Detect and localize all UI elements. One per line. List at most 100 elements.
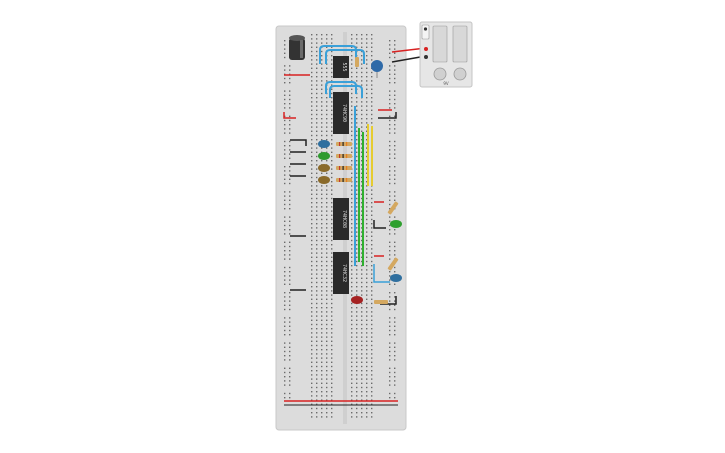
breadboard-hole[interactable] — [311, 210, 313, 212]
breadboard-hole[interactable] — [351, 193, 353, 195]
breadboard-hole[interactable] — [351, 206, 353, 208]
breadboard-hole[interactable] — [331, 302, 333, 305]
breadboard-hole[interactable] — [361, 248, 363, 250]
breadboard-hole[interactable] — [326, 193, 328, 195]
breadboard-hole[interactable] — [394, 304, 396, 306]
breadboard-hole[interactable] — [321, 357, 323, 359]
breadboard-hole[interactable] — [371, 286, 373, 288]
breadboard-hole[interactable] — [351, 286, 353, 288]
breadboard-hole[interactable] — [366, 378, 368, 380]
breadboard-hole[interactable] — [366, 155, 368, 158]
breadboard-hole[interactable] — [361, 181, 363, 183]
breadboard-hole[interactable] — [366, 386, 368, 389]
breadboard-hole[interactable] — [316, 80, 318, 82]
breadboard-hole[interactable] — [331, 265, 333, 267]
breadboard-hole[interactable] — [366, 323, 368, 326]
breadboard-hole[interactable] — [316, 269, 318, 271]
breadboard-hole[interactable] — [284, 208, 286, 210]
breadboard-hole[interactable] — [366, 319, 368, 321]
breadboard-hole[interactable] — [389, 191, 391, 193]
breadboard-hole[interactable] — [311, 76, 313, 78]
breadboard-hole[interactable] — [361, 365, 363, 368]
breadboard-hole[interactable] — [289, 233, 291, 235]
breadboard-hole[interactable] — [361, 307, 363, 309]
breadboard-hole[interactable] — [289, 279, 291, 281]
breadboard-hole[interactable] — [321, 273, 323, 275]
breadboard-hole[interactable] — [356, 328, 358, 330]
breadboard-hole[interactable] — [311, 55, 313, 57]
breadboard-hole[interactable] — [289, 132, 291, 134]
breadboard-hole[interactable] — [311, 302, 313, 305]
breadboard-hole[interactable] — [326, 294, 328, 296]
breadboard-hole[interactable] — [366, 193, 368, 195]
breadboard-hole[interactable] — [311, 218, 313, 221]
breadboard-hole[interactable] — [356, 307, 358, 309]
breadboard-hole[interactable] — [321, 92, 323, 95]
breadboard-hole[interactable] — [331, 164, 333, 166]
breadboard-hole[interactable] — [389, 195, 391, 197]
breadboard-hole[interactable] — [321, 344, 323, 347]
breadboard-hole[interactable] — [331, 382, 333, 384]
breadboard-hole[interactable] — [351, 290, 353, 292]
breadboard-hole[interactable] — [311, 130, 313, 132]
breadboard-hole[interactable] — [389, 397, 391, 399]
breadboard-hole[interactable] — [316, 344, 318, 347]
breadboard-hole[interactable] — [366, 328, 368, 330]
breadboard-hole[interactable] — [394, 325, 396, 327]
breadboard-hole[interactable] — [331, 332, 333, 334]
breadboard-hole[interactable] — [331, 139, 333, 141]
breadboard-hole[interactable] — [284, 157, 286, 159]
breadboard-hole[interactable] — [316, 134, 318, 137]
breadboard-hole[interactable] — [361, 147, 363, 149]
breadboard-hole[interactable] — [311, 223, 313, 225]
breadboard-hole[interactable] — [311, 92, 313, 95]
breadboard-hole[interactable] — [366, 118, 368, 120]
breadboard-hole[interactable] — [361, 160, 363, 162]
breadboard-hole[interactable] — [331, 307, 333, 309]
breadboard-hole[interactable] — [331, 290, 333, 292]
breadboard-hole[interactable] — [371, 386, 373, 389]
breadboard-hole[interactable] — [311, 391, 313, 393]
breadboard-hole[interactable] — [389, 224, 391, 227]
breadboard-hole[interactable] — [289, 107, 291, 109]
breadboard-hole[interactable] — [311, 42, 313, 44]
breadboard-hole[interactable] — [289, 241, 291, 243]
breadboard-hole[interactable] — [356, 105, 358, 107]
breadboard-hole[interactable] — [371, 46, 373, 48]
breadboard-hole[interactable] — [356, 382, 358, 384]
breadboard-hole[interactable] — [389, 115, 391, 117]
breadboard-hole[interactable] — [356, 260, 358, 263]
breadboard-hole[interactable] — [389, 145, 391, 147]
breadboard-hole[interactable] — [284, 224, 286, 227]
breadboard-hole[interactable] — [356, 206, 358, 208]
breadboard-hole[interactable] — [356, 332, 358, 334]
breadboard-hole[interactable] — [284, 371, 286, 374]
breadboard-hole[interactable] — [394, 376, 396, 378]
breadboard-hole[interactable] — [311, 412, 313, 414]
ic-and-gate[interactable]: 74HC08 — [333, 198, 349, 240]
breadboard-hole[interactable] — [371, 315, 373, 317]
breadboard-hole[interactable] — [326, 344, 328, 347]
breadboard-hole[interactable] — [351, 386, 353, 389]
breadboard-hole[interactable] — [356, 357, 358, 359]
breadboard-hole[interactable] — [351, 269, 353, 271]
breadboard-hole[interactable] — [356, 139, 358, 141]
breadboard-hole[interactable] — [371, 227, 373, 229]
breadboard-hole[interactable] — [366, 76, 368, 78]
breadboard-hole[interactable] — [394, 321, 396, 323]
breadboard-hole[interactable] — [366, 391, 368, 393]
output-led-red[interactable] — [351, 296, 388, 304]
breadboard-hole[interactable] — [311, 181, 313, 183]
breadboard-hole[interactable] — [284, 149, 286, 151]
breadboard-hole[interactable] — [351, 340, 353, 342]
breadboard-hole[interactable] — [351, 248, 353, 250]
breadboard-hole[interactable] — [311, 80, 313, 82]
breadboard-hole[interactable] — [326, 340, 328, 342]
breadboard-hole[interactable] — [289, 224, 291, 227]
breadboard-hole[interactable] — [351, 130, 353, 132]
breadboard-hole[interactable] — [316, 55, 318, 57]
breadboard-hole[interactable] — [371, 349, 373, 351]
breadboard-hole[interactable] — [361, 139, 363, 141]
breadboard-hole[interactable] — [311, 126, 313, 128]
breadboard-hole[interactable] — [311, 109, 313, 111]
